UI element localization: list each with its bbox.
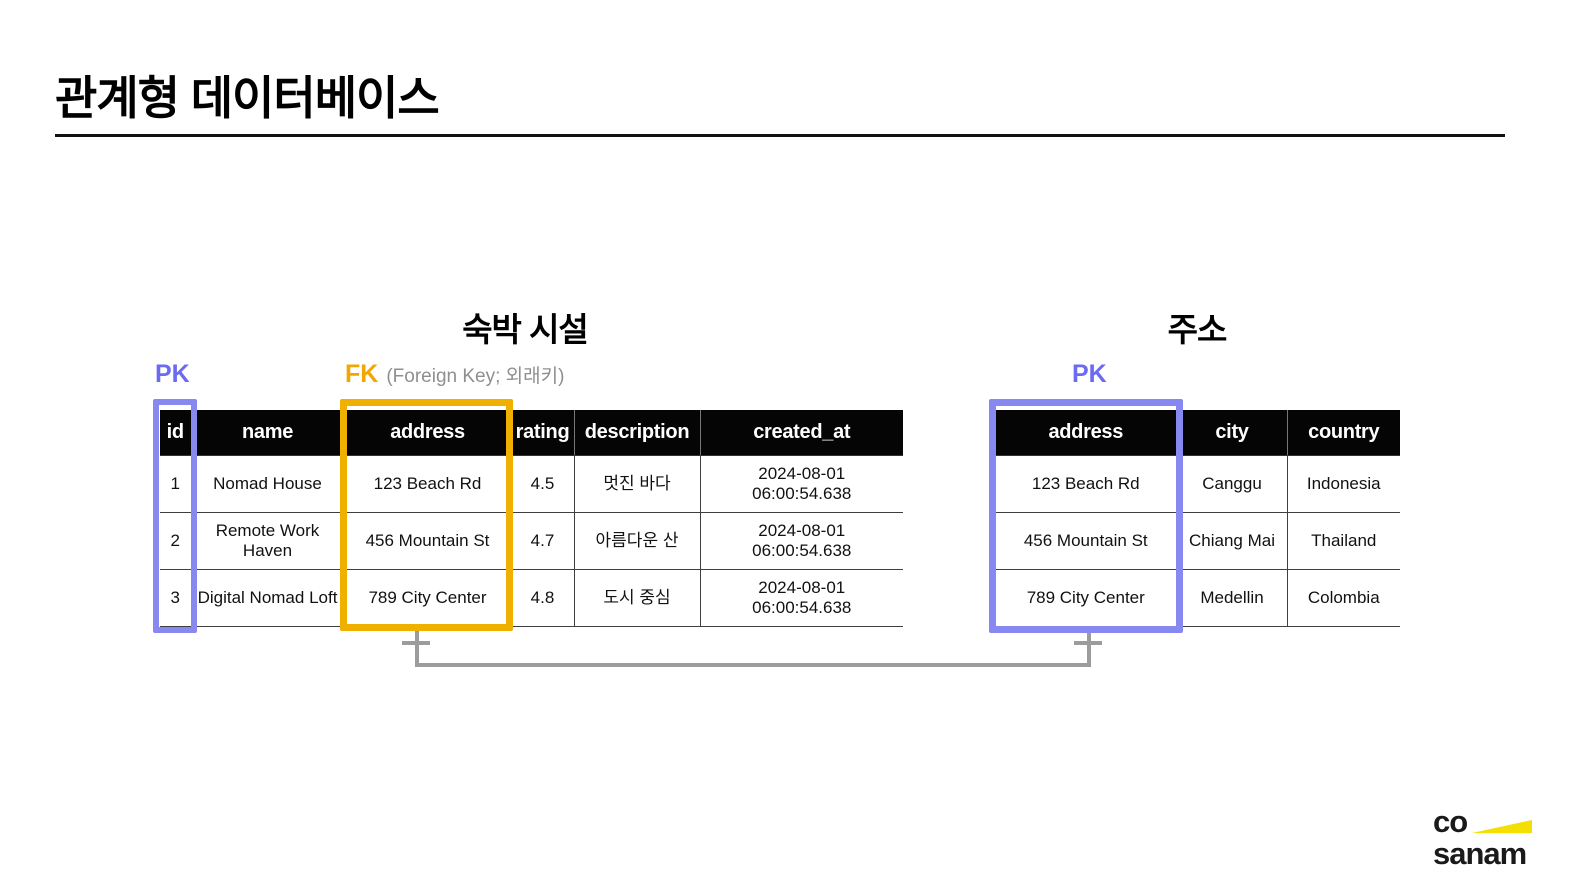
logo-text-sanam: sanam <box>1433 836 1527 871</box>
table-cell: Colombia <box>1286 568 1400 627</box>
cosanam-logo: co sanam <box>1433 804 1533 871</box>
table-cell: 2024-08-01 06:00:54.638 <box>699 454 903 513</box>
column-header-description: description <box>573 410 701 456</box>
table-cell: Remote Work Haven <box>190 511 345 570</box>
table-cell: 2024-08-01 06:00:54.638 <box>699 511 903 570</box>
column-header-name: name <box>190 410 345 456</box>
column-header-address: address <box>995 410 1178 456</box>
page-title: 관계형 데이터베이스 <box>55 72 440 124</box>
table-cell: Thailand <box>1286 511 1400 570</box>
column-header-id: id <box>160 410 192 456</box>
pk-label-address: PK <box>1072 360 1107 388</box>
table-cell: Indonesia <box>1286 454 1400 513</box>
column-header-created_at: created_at <box>699 410 903 456</box>
connector-line-right-vertical <box>1087 633 1091 667</box>
fk-label: FK <box>345 360 379 388</box>
table-cell: 4.8 <box>510 568 575 627</box>
table-cell: 아름다운 산 <box>573 511 701 570</box>
column-header-rating: rating <box>510 410 575 456</box>
connector-cardinality-tick-left <box>402 641 430 645</box>
title-underline <box>55 134 1505 137</box>
pk-label-accommodation: PK <box>155 360 190 388</box>
table-cell: 456 Mountain St <box>995 511 1178 570</box>
fk-label-row: FK (Foreign Key; 외래키) <box>345 360 564 389</box>
table-cell: 123 Beach Rd <box>995 454 1178 513</box>
column-header-city: city <box>1176 410 1288 456</box>
table-cell: Digital Nomad Loft <box>190 568 345 627</box>
table-cell: 멋진 바다 <box>573 454 701 513</box>
table-cell: 2024-08-01 06:00:54.638 <box>699 568 903 627</box>
table-cell: Nomad House <box>190 454 345 513</box>
table-cell: 1 <box>160 454 192 513</box>
column-header-country: country <box>1286 410 1400 456</box>
logo-wedge-icon <box>1472 820 1533 833</box>
logo-text-co: co <box>1433 804 1468 839</box>
table-cell: 2 <box>160 511 192 570</box>
accommodation-table-title: 숙박 시설 <box>462 311 589 348</box>
table-cell: Chiang Mai <box>1176 511 1288 570</box>
table-cell: 3 <box>160 568 192 627</box>
connector-cardinality-tick-right <box>1074 641 1102 645</box>
address-table-title: 주소 <box>1167 311 1228 348</box>
connector-line-left-vertical <box>415 631 419 667</box>
fk-note: (Foreign Key; 외래키) <box>386 366 565 387</box>
table-cell: 789 City Center <box>343 568 512 627</box>
table-cell: 도시 중심 <box>573 568 701 627</box>
table-cell: 789 City Center <box>995 568 1178 627</box>
table-cell: 456 Mountain St <box>343 511 512 570</box>
connector-line-horizontal <box>415 663 1091 667</box>
column-header-address: address <box>343 410 512 456</box>
table-cell: 4.5 <box>510 454 575 513</box>
table-cell: 4.7 <box>510 511 575 570</box>
table-cell: 123 Beach Rd <box>343 454 512 513</box>
table-cell: Medellin <box>1176 568 1288 627</box>
table-cell: Canggu <box>1176 454 1288 513</box>
